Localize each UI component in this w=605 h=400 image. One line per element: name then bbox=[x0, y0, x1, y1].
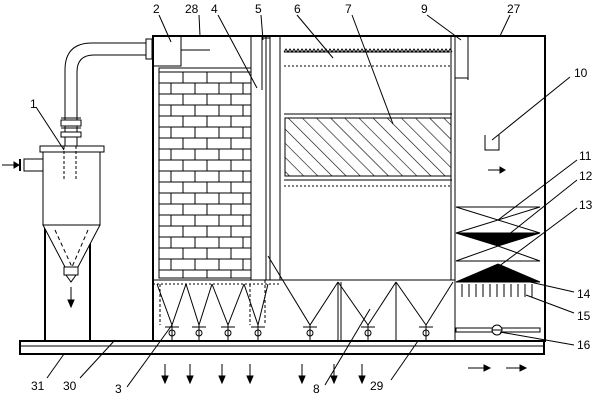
outlet-arrows bbox=[468, 364, 528, 372]
label-8: 8 bbox=[313, 382, 320, 396]
brick-wall bbox=[158, 67, 252, 279]
base-platform bbox=[19, 340, 545, 355]
label-15: 15 bbox=[577, 309, 591, 323]
hoppers bbox=[153, 255, 455, 341]
down-arrow-head bbox=[161, 375, 169, 385]
callout-labels: 1 2 28 4 5 6 7 9 27 10 11 12 13 14 15 16… bbox=[30, 2, 593, 396]
down-arrow-head bbox=[218, 375, 226, 385]
label-1: 1 bbox=[30, 97, 37, 111]
label-10: 10 bbox=[574, 66, 588, 80]
label-29: 29 bbox=[370, 379, 384, 393]
label-11: 11 bbox=[579, 149, 592, 163]
label-9: 9 bbox=[421, 2, 428, 16]
right-chamber bbox=[454, 35, 541, 341]
label-5: 5 bbox=[255, 2, 262, 16]
label-14: 14 bbox=[577, 287, 591, 301]
label-6: 6 bbox=[294, 2, 301, 16]
label-31: 31 bbox=[31, 379, 45, 393]
vertical-channels bbox=[250, 36, 281, 280]
cyclone-separator bbox=[2, 145, 105, 342]
label-7: 7 bbox=[345, 2, 352, 16]
label-3: 3 bbox=[115, 382, 122, 396]
connecting-pipe bbox=[60, 38, 153, 146]
down-arrow-head bbox=[186, 375, 194, 385]
label-12: 12 bbox=[579, 169, 593, 183]
label-30: 30 bbox=[63, 379, 77, 393]
label-2: 2 bbox=[153, 2, 160, 16]
leader-lines bbox=[35, 14, 578, 388]
down-arrow-head bbox=[330, 375, 338, 385]
label-28: 28 bbox=[185, 2, 199, 16]
label-4: 4 bbox=[211, 2, 218, 16]
discharge-arrows bbox=[161, 364, 366, 385]
down-arrow-head bbox=[298, 375, 306, 385]
down-arrow-head bbox=[358, 375, 366, 385]
label-13: 13 bbox=[579, 198, 593, 212]
down-arrow-head bbox=[246, 375, 254, 385]
label-27: 27 bbox=[507, 2, 521, 16]
center-chamber bbox=[279, 35, 455, 280]
label-16: 16 bbox=[577, 338, 591, 352]
